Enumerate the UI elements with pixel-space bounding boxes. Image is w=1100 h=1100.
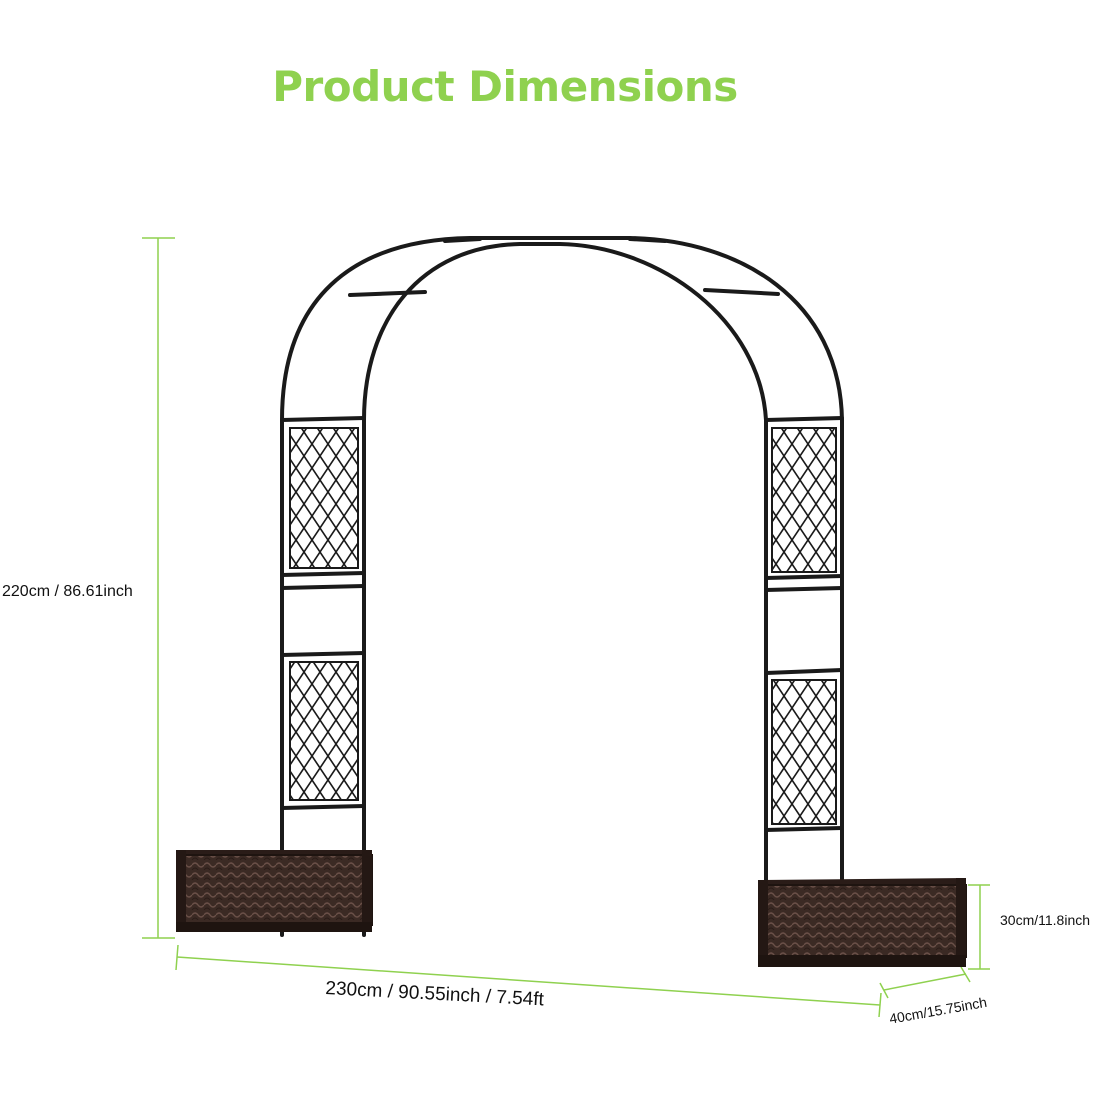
height-dimension-line [142,237,175,939]
page-title: Product Dimensions [272,62,738,111]
lattice-panels [289,427,837,825]
depth-dimension-line [879,966,971,999]
width-dimension-line [175,944,882,1018]
right-planter [758,878,967,967]
planter-height-label: 30cm/11.8inch [1000,912,1091,928]
height-label: 220cm / 86.61inch [2,583,133,600]
planter-height-dimension-line [968,884,990,970]
left-planter [176,850,373,932]
arch-frame [280,236,844,942]
